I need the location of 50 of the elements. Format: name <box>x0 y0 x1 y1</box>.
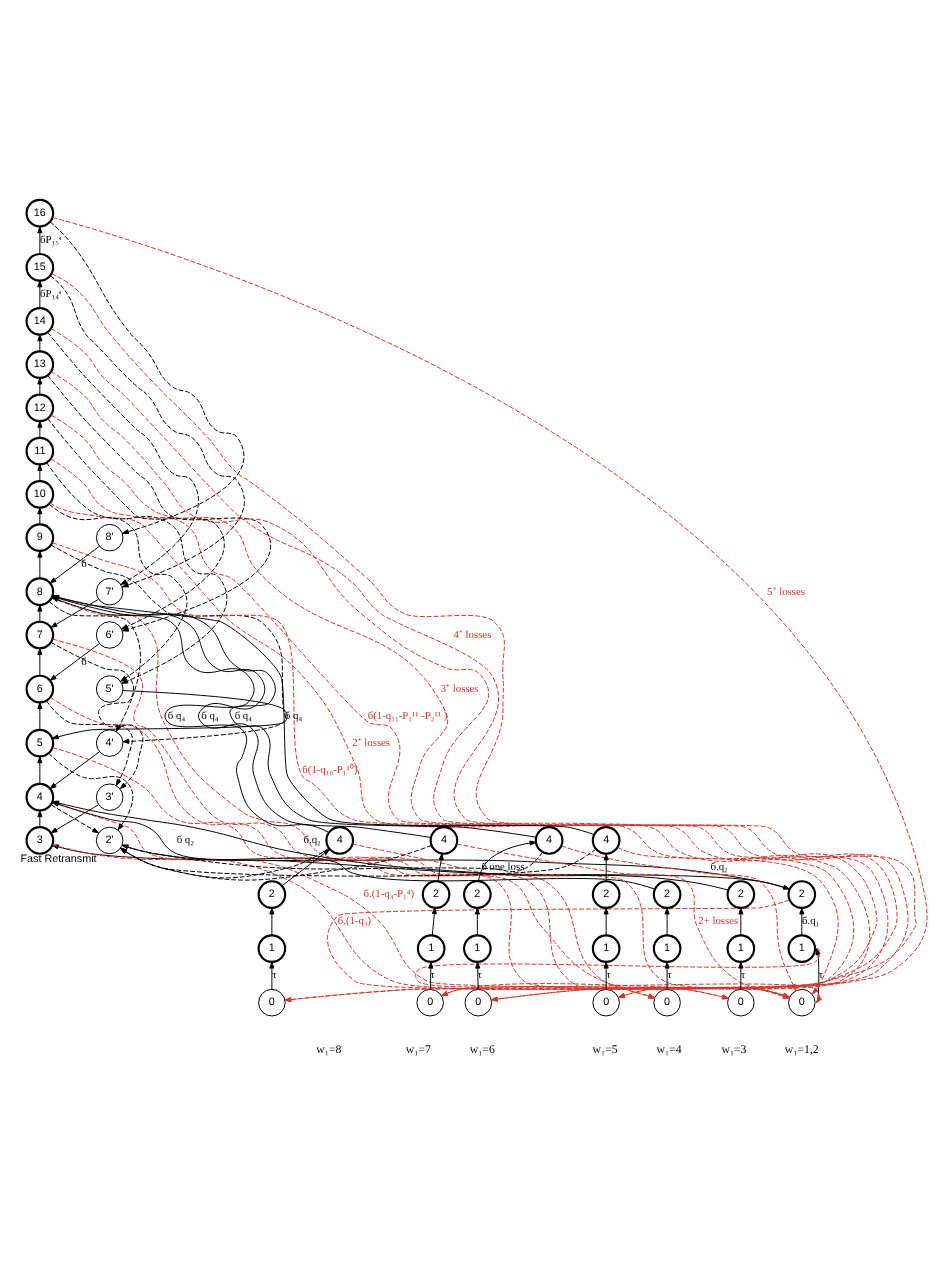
arrow <box>815 947 821 1003</box>
arrow <box>121 843 543 872</box>
arrow <box>603 960 609 989</box>
arrow <box>475 960 481 989</box>
arrow <box>269 906 275 935</box>
arrow <box>47 330 199 584</box>
arrow <box>49 642 100 680</box>
arrow <box>617 845 839 994</box>
arrow <box>37 333 43 351</box>
arrow <box>415 947 823 1003</box>
arrow <box>603 906 609 935</box>
arrow <box>738 906 744 935</box>
arrow <box>50 803 99 833</box>
arrow <box>477 839 537 881</box>
arrow <box>37 755 43 784</box>
arrow <box>37 549 43 578</box>
arrow <box>50 641 144 788</box>
arrow <box>51 689 288 739</box>
arrow <box>37 701 43 730</box>
arrow <box>120 846 330 878</box>
arrow <box>49 750 100 788</box>
arrow <box>664 960 670 989</box>
arrow <box>37 376 43 394</box>
arrow <box>46 461 228 683</box>
arrow <box>45 699 133 786</box>
arrow <box>49 274 245 587</box>
arrow <box>37 809 43 827</box>
arrow <box>799 906 805 935</box>
arrow <box>37 419 43 437</box>
arrow <box>269 960 275 989</box>
arrow <box>474 906 480 935</box>
arrow <box>120 843 432 880</box>
arrow <box>664 906 670 935</box>
arrow <box>281 847 330 886</box>
arrow <box>428 960 434 989</box>
arrow <box>48 600 141 731</box>
arrow <box>603 852 609 881</box>
arrow <box>37 647 43 676</box>
arrow <box>49 544 100 583</box>
arrow <box>738 960 744 989</box>
arrow <box>37 225 43 254</box>
arrow <box>120 846 597 876</box>
arrow <box>37 603 43 621</box>
arrow <box>37 506 43 524</box>
arrow <box>437 852 444 881</box>
arrow <box>560 844 797 990</box>
arrow <box>37 463 43 481</box>
arrow <box>431 906 437 935</box>
arrow <box>37 279 43 308</box>
arrow <box>49 220 245 534</box>
